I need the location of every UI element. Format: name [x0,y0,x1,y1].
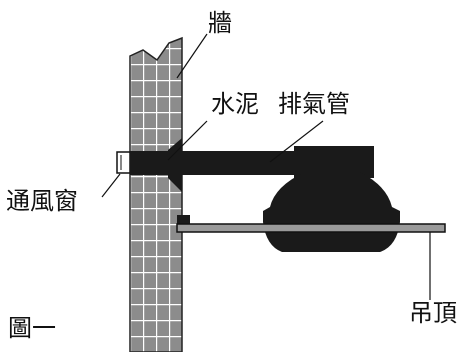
wall-leader-line [176,33,208,79]
exhaust-pipe-leader-line [269,120,324,163]
exhaust-pipe [182,151,298,175]
fan-housing [263,172,400,252]
vent-window [116,151,131,174]
ceiling-board [176,223,446,233]
ceiling-hanger-block [177,215,190,225]
cement-leader-line [167,120,208,161]
wall-label: 牆 [208,9,232,37]
exhaust-pipe-label: 排氣管 [278,90,350,118]
vent-window-leader-line [101,173,121,198]
cement-collar [168,138,182,192]
cement-label: 水泥 [211,90,259,118]
figure-caption: 圖一 [8,314,56,342]
wall [129,36,183,352]
ceiling-label: 吊頂 [409,299,457,327]
vent-window-label: 通風窗 [6,187,78,215]
